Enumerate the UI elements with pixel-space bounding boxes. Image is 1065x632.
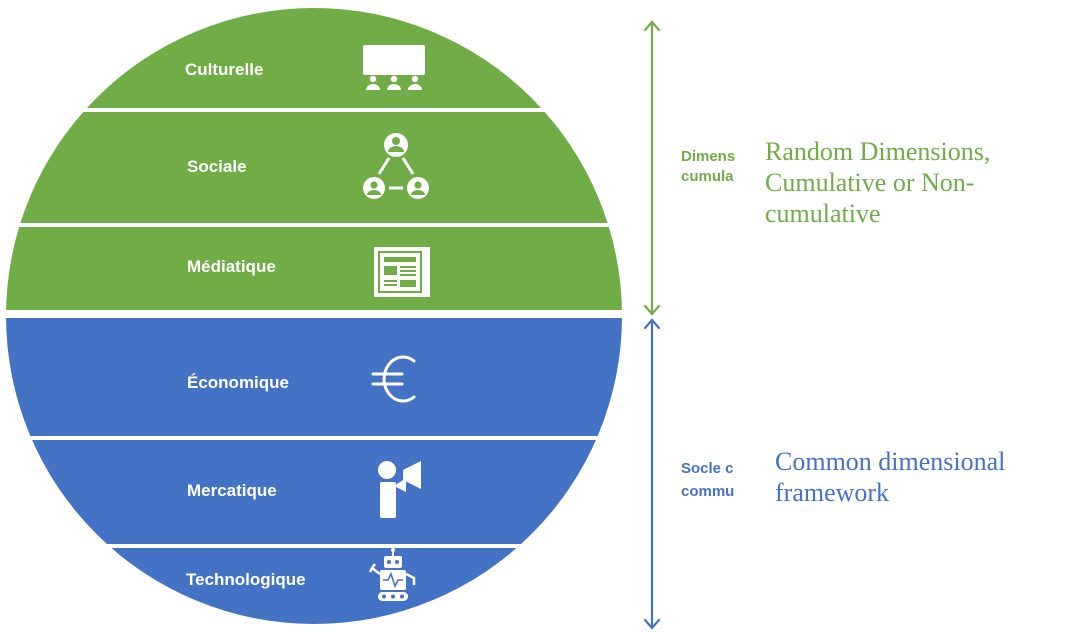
layer-label-mediatique: Médiatique: [187, 257, 276, 276]
random-dimensions-line-1: Random Dimensions,: [765, 137, 991, 166]
layer-label-technologique: Technologique: [186, 570, 306, 589]
band-culturelle: [6, 8, 622, 108]
layer-label-culturelle: Culturelle: [185, 60, 263, 79]
layer-label-sociale: Sociale: [187, 157, 247, 176]
common-framework-line-1: Common dimensional: [775, 447, 1006, 476]
social-network-icon: [363, 133, 429, 199]
band-mercatique: [6, 440, 622, 544]
circle-layers: [6, 8, 622, 624]
random-dimensions-arrow: [643, 20, 661, 316]
newspaper-icon: [374, 247, 430, 297]
common-framework-original-line2: commu: [681, 483, 734, 500]
robot-icon: [368, 548, 416, 601]
random-dimensions-original-line2: cumula: [681, 168, 734, 185]
band-mediatique: [6, 227, 622, 310]
band-technologique: [6, 548, 622, 624]
random-dimensions-line-2: Cumulative or Non-: [765, 168, 975, 197]
band-economique: [6, 318, 622, 436]
audience-icon: [363, 45, 425, 90]
random-dimensions-overlay: Random Dimensions, Cumulative or Non- cu…: [765, 136, 1055, 229]
common-framework-line-2: framework: [775, 478, 890, 507]
band-sociale: [6, 112, 622, 223]
common-framework-overlay: Common dimensional framework: [765, 446, 1055, 508]
megaphone-icon: [378, 461, 421, 518]
euro-icon: [371, 355, 416, 403]
common-framework-arrow: [643, 318, 661, 630]
random-dimensions-original-line1: Dimens: [681, 148, 735, 165]
random-dimensions-line-3: cumulative: [765, 199, 881, 228]
common-framework-original-line1: Socle c: [681, 460, 734, 477]
layer-label-mercatique: Mercatique: [187, 481, 277, 500]
layer-label-economique: Économique: [187, 373, 289, 392]
